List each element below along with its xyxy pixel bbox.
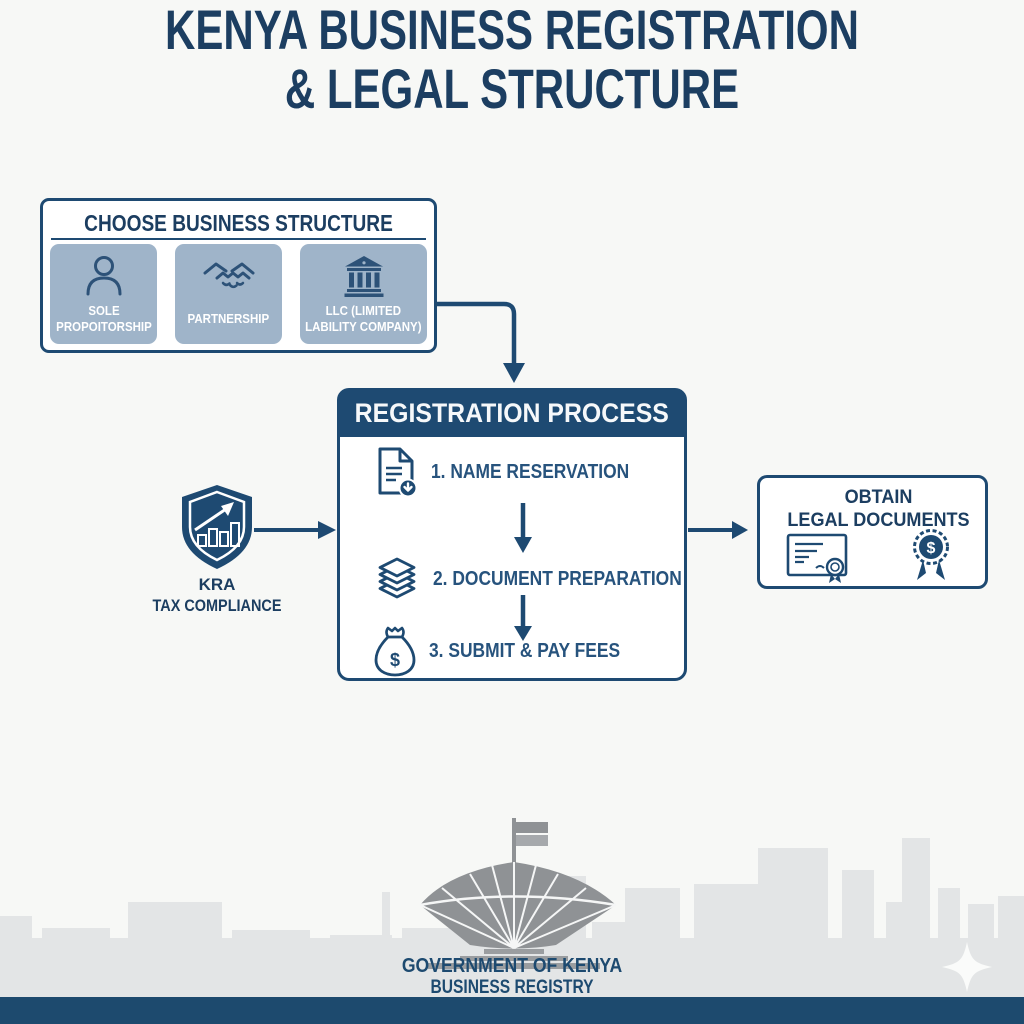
government-building-icon xyxy=(419,818,617,969)
kra-label-line1: KRA xyxy=(198,575,236,594)
obtain-documents-title: OBTAIN LEGAL DOCUMENTS xyxy=(760,487,985,533)
registration-process-header: REGISTRATION PROCESS xyxy=(339,390,685,437)
structure-option-llc: LLC (LIMITED LABILITY COMPANY) xyxy=(300,244,427,344)
government-label-line1: GOVERNMENT OF KENYA xyxy=(401,955,623,977)
choose-structure-header: CHOOSE BUSINESS STRUCTURE xyxy=(84,210,393,236)
shield-chart-icon xyxy=(182,485,252,569)
option-label: SOLE PROPOITORSHIP xyxy=(55,303,152,334)
handshake-icon xyxy=(203,262,255,289)
page-title-line1: KENYA BUSINESS REGISTRATION xyxy=(165,0,859,61)
dollar-symbol: $ xyxy=(927,540,936,557)
step-label: 2. DOCUMENT PREPARATION xyxy=(433,568,682,590)
person-icon xyxy=(86,256,122,296)
kra-label-line2: TAX COMPLIANCE xyxy=(152,596,282,616)
header-divider xyxy=(51,238,426,240)
structure-option-partnership: PARTNERSHIP xyxy=(175,244,283,344)
document-stack-icon xyxy=(378,557,416,599)
arrow-kra-to-process xyxy=(254,521,336,539)
sparkle-icon xyxy=(942,942,992,992)
step-document-preparation: 2. DOCUMENT PREPARATION xyxy=(372,556,719,603)
registration-process-box: REGISTRATION PROCESS 1. NAME RESERVATION… xyxy=(337,388,687,681)
step-label: 1. NAME RESERVATION xyxy=(431,460,630,483)
page-title: KENYA BUSINESS REGISTRATION & LEGAL STRU… xyxy=(0,0,1024,119)
arrow-step1-to-step2 xyxy=(514,503,532,553)
dollar-medal-icon: $ xyxy=(913,529,949,580)
arrow-process-to-documents xyxy=(688,521,748,539)
option-label: PARTNERSHIP xyxy=(187,311,270,326)
arrow-step2-to-step3 xyxy=(514,595,532,641)
bank-icon xyxy=(344,256,384,297)
government-registry-label: GOVERNMENT OF KENYA BUSINESS REGISTRY xyxy=(312,955,712,999)
dollar-symbol: $ xyxy=(390,650,400,670)
document-download-icon xyxy=(378,447,418,498)
obtain-title-line1: OBTAIN xyxy=(844,487,913,508)
page-title-line2: & LEGAL STRUCTURE xyxy=(284,57,740,121)
option-label: LLC (LIMITED LABILITY COMPANY) xyxy=(305,303,422,334)
choose-structure-box: CHOOSE BUSINESS STRUCTURE SOLE PROPOITOR… xyxy=(40,198,437,353)
structure-options: SOLE PROPOITORSHIP PARTNERSHIP xyxy=(50,244,427,344)
step-label: 3. SUBMIT & PAY FEES xyxy=(429,639,621,662)
step-name-reservation: 1. NAME RESERVATION xyxy=(372,446,659,498)
obtain-documents-box: OBTAIN LEGAL DOCUMENTS $ xyxy=(757,475,988,589)
money-bag-icon: $ xyxy=(374,626,416,677)
certificate-icon xyxy=(786,533,848,583)
obtain-title-line2: LEGAL DOCUMENTS xyxy=(787,509,970,531)
step-submit-pay-fees: $ 3. SUBMIT & PAY FEES xyxy=(372,625,649,677)
kra-label: KRA TAX COMPLIANCE xyxy=(117,574,317,617)
government-label-line2: BUSINESS REGISTRY xyxy=(430,977,594,999)
structure-option-sole-proprietorship: SOLE PROPOITORSHIP xyxy=(50,244,158,344)
arrow-structure-to-process xyxy=(434,301,525,383)
footer-bar xyxy=(0,997,1024,1024)
